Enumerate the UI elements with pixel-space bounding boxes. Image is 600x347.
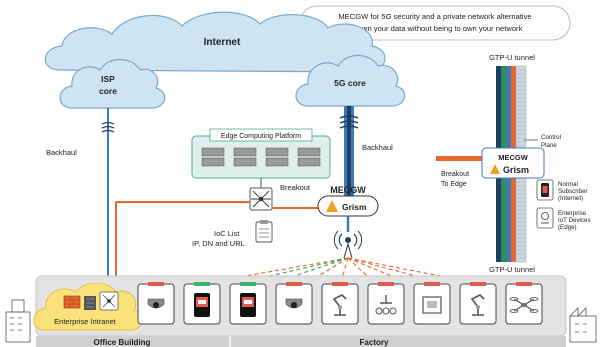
device-card <box>505 282 543 325</box>
conveyor-robot-icon <box>375 295 397 315</box>
office-building-icon <box>5 299 31 343</box>
device-status-bar <box>424 282 440 286</box>
device-status-bar <box>240 282 256 286</box>
server-icon <box>201 147 225 167</box>
gtp-tunnel-top-label: GTP-U tunnel <box>489 53 535 62</box>
backhaul-left-link: Backhaul <box>46 108 115 292</box>
device-status-bar <box>470 282 486 286</box>
mecgw-title: MECGW <box>330 185 366 195</box>
machine-icon <box>422 296 442 314</box>
device-card <box>183 282 221 325</box>
cctv-camera-icon <box>285 298 303 309</box>
5g-core-label: 5G core <box>334 78 366 88</box>
legend-normal-line-2: Subscriber <box>558 188 588 195</box>
factory-building-icon <box>569 307 597 343</box>
server-icon <box>265 147 289 167</box>
tablet-icon <box>240 293 256 317</box>
internet-label: Internet <box>204 37 241 48</box>
device-status-bar <box>286 282 302 286</box>
device-card <box>367 282 405 325</box>
cctv-camera-icon <box>147 298 165 309</box>
isp-core-label-line-2: core <box>99 86 117 96</box>
drone-icon <box>509 297 539 313</box>
banner-line-2: To own your data without being to own yo… <box>348 24 523 33</box>
server-rack-icon <box>84 296 96 310</box>
clipboard-icon <box>255 220 273 243</box>
legend-normal-subscriber: Normal Subscriber (Internet) <box>536 179 588 202</box>
tunnel-mecgw-title: MECGW <box>498 153 529 162</box>
network-switch-icon <box>99 291 119 311</box>
robot-arm-icon <box>470 294 485 316</box>
banner-line-1: MECGW for 5G security and a private netw… <box>338 12 531 21</box>
legend-normal-line-1: Normal <box>558 181 578 188</box>
device-status-bar <box>148 282 164 286</box>
backhaul-left-label: Backhaul <box>46 148 77 157</box>
device-card <box>229 282 267 325</box>
5g-core-cloud: 5G core <box>295 54 406 107</box>
enterprise-intranet: Enterprise Intranet <box>33 282 143 331</box>
ioc-list: IoC List IP, DN and URL <box>192 220 273 248</box>
gtp-tunnel-bottom-label: GTP-U tunnel <box>489 265 535 274</box>
enterprise-intranet-label: Enterprise Intranet <box>54 317 117 326</box>
tunnel-diagram: GTP-U tunnel GTP-U tunnel Control Plane … <box>436 53 591 274</box>
legend-enterprise-line-2: IoT Devices <box>558 217 591 224</box>
backhaul-mid-label: Backhaul <box>362 143 393 152</box>
ioc-label-line-2: IP, DN and URL <box>192 239 245 248</box>
device-status-bar <box>194 282 210 286</box>
device-card <box>275 282 313 325</box>
firewall-icon <box>63 295 81 309</box>
tunnel-mecgw: MECGW Grism <box>481 147 545 179</box>
device-card <box>137 282 175 325</box>
breakout-label: Breakout <box>280 183 311 192</box>
breakout-to-edge-line-1: Breakout <box>441 171 469 178</box>
robot-arm-icon <box>332 294 347 316</box>
iot-device-icon <box>541 212 549 224</box>
office-building-label: Office Building <box>94 338 151 347</box>
isp-core-cloud: ISP core <box>59 58 166 109</box>
isp-core-label-line-1: ISP <box>101 74 115 84</box>
device-card <box>459 282 497 325</box>
grism-logo-icon <box>326 200 338 212</box>
backhaul-mid-link: Backhaul <box>339 106 393 200</box>
internet-cloud: Internet <box>44 11 386 73</box>
control-plane-label-line-2: Plane <box>541 142 557 149</box>
breakout-switch-icon <box>249 187 273 211</box>
device-status-bar <box>516 282 532 286</box>
control-plane-label-line-1: Control <box>541 134 561 141</box>
factory-label: Factory <box>360 338 389 347</box>
legend-normal-line-3: (Internet) <box>558 195 583 202</box>
tablet-icon <box>194 293 210 317</box>
antenna-tower-icon <box>333 216 363 259</box>
phone-icon <box>541 183 549 197</box>
mecgw-gateway: MECGW Grism <box>317 185 379 217</box>
device-card <box>413 282 451 325</box>
server-icon <box>297 147 321 167</box>
edge-platform-title: Edge Computing Platform <box>221 133 301 140</box>
server-icon <box>233 147 257 167</box>
ioc-label-line-1: IoC List <box>214 229 240 238</box>
legend-enterprise-iot: Enterprise IoT Devices (Edge) <box>536 207 591 231</box>
legend-enterprise-line-1: Enterprise <box>558 210 587 217</box>
grism-logo-icon <box>490 164 500 174</box>
device-status-bar <box>332 282 348 286</box>
mecgw-brand: Grism <box>342 202 367 212</box>
legend-enterprise-line-3: (Edge) <box>558 224 577 231</box>
device-card <box>321 282 359 325</box>
device-cards <box>137 282 543 325</box>
device-status-bar <box>378 282 394 286</box>
breakout-to-edge-line-2: To Edge <box>441 181 467 188</box>
tunnel-mecgw-brand: Grism <box>503 165 529 175</box>
edge-computing-platform: Edge Computing Platform <box>191 128 331 179</box>
